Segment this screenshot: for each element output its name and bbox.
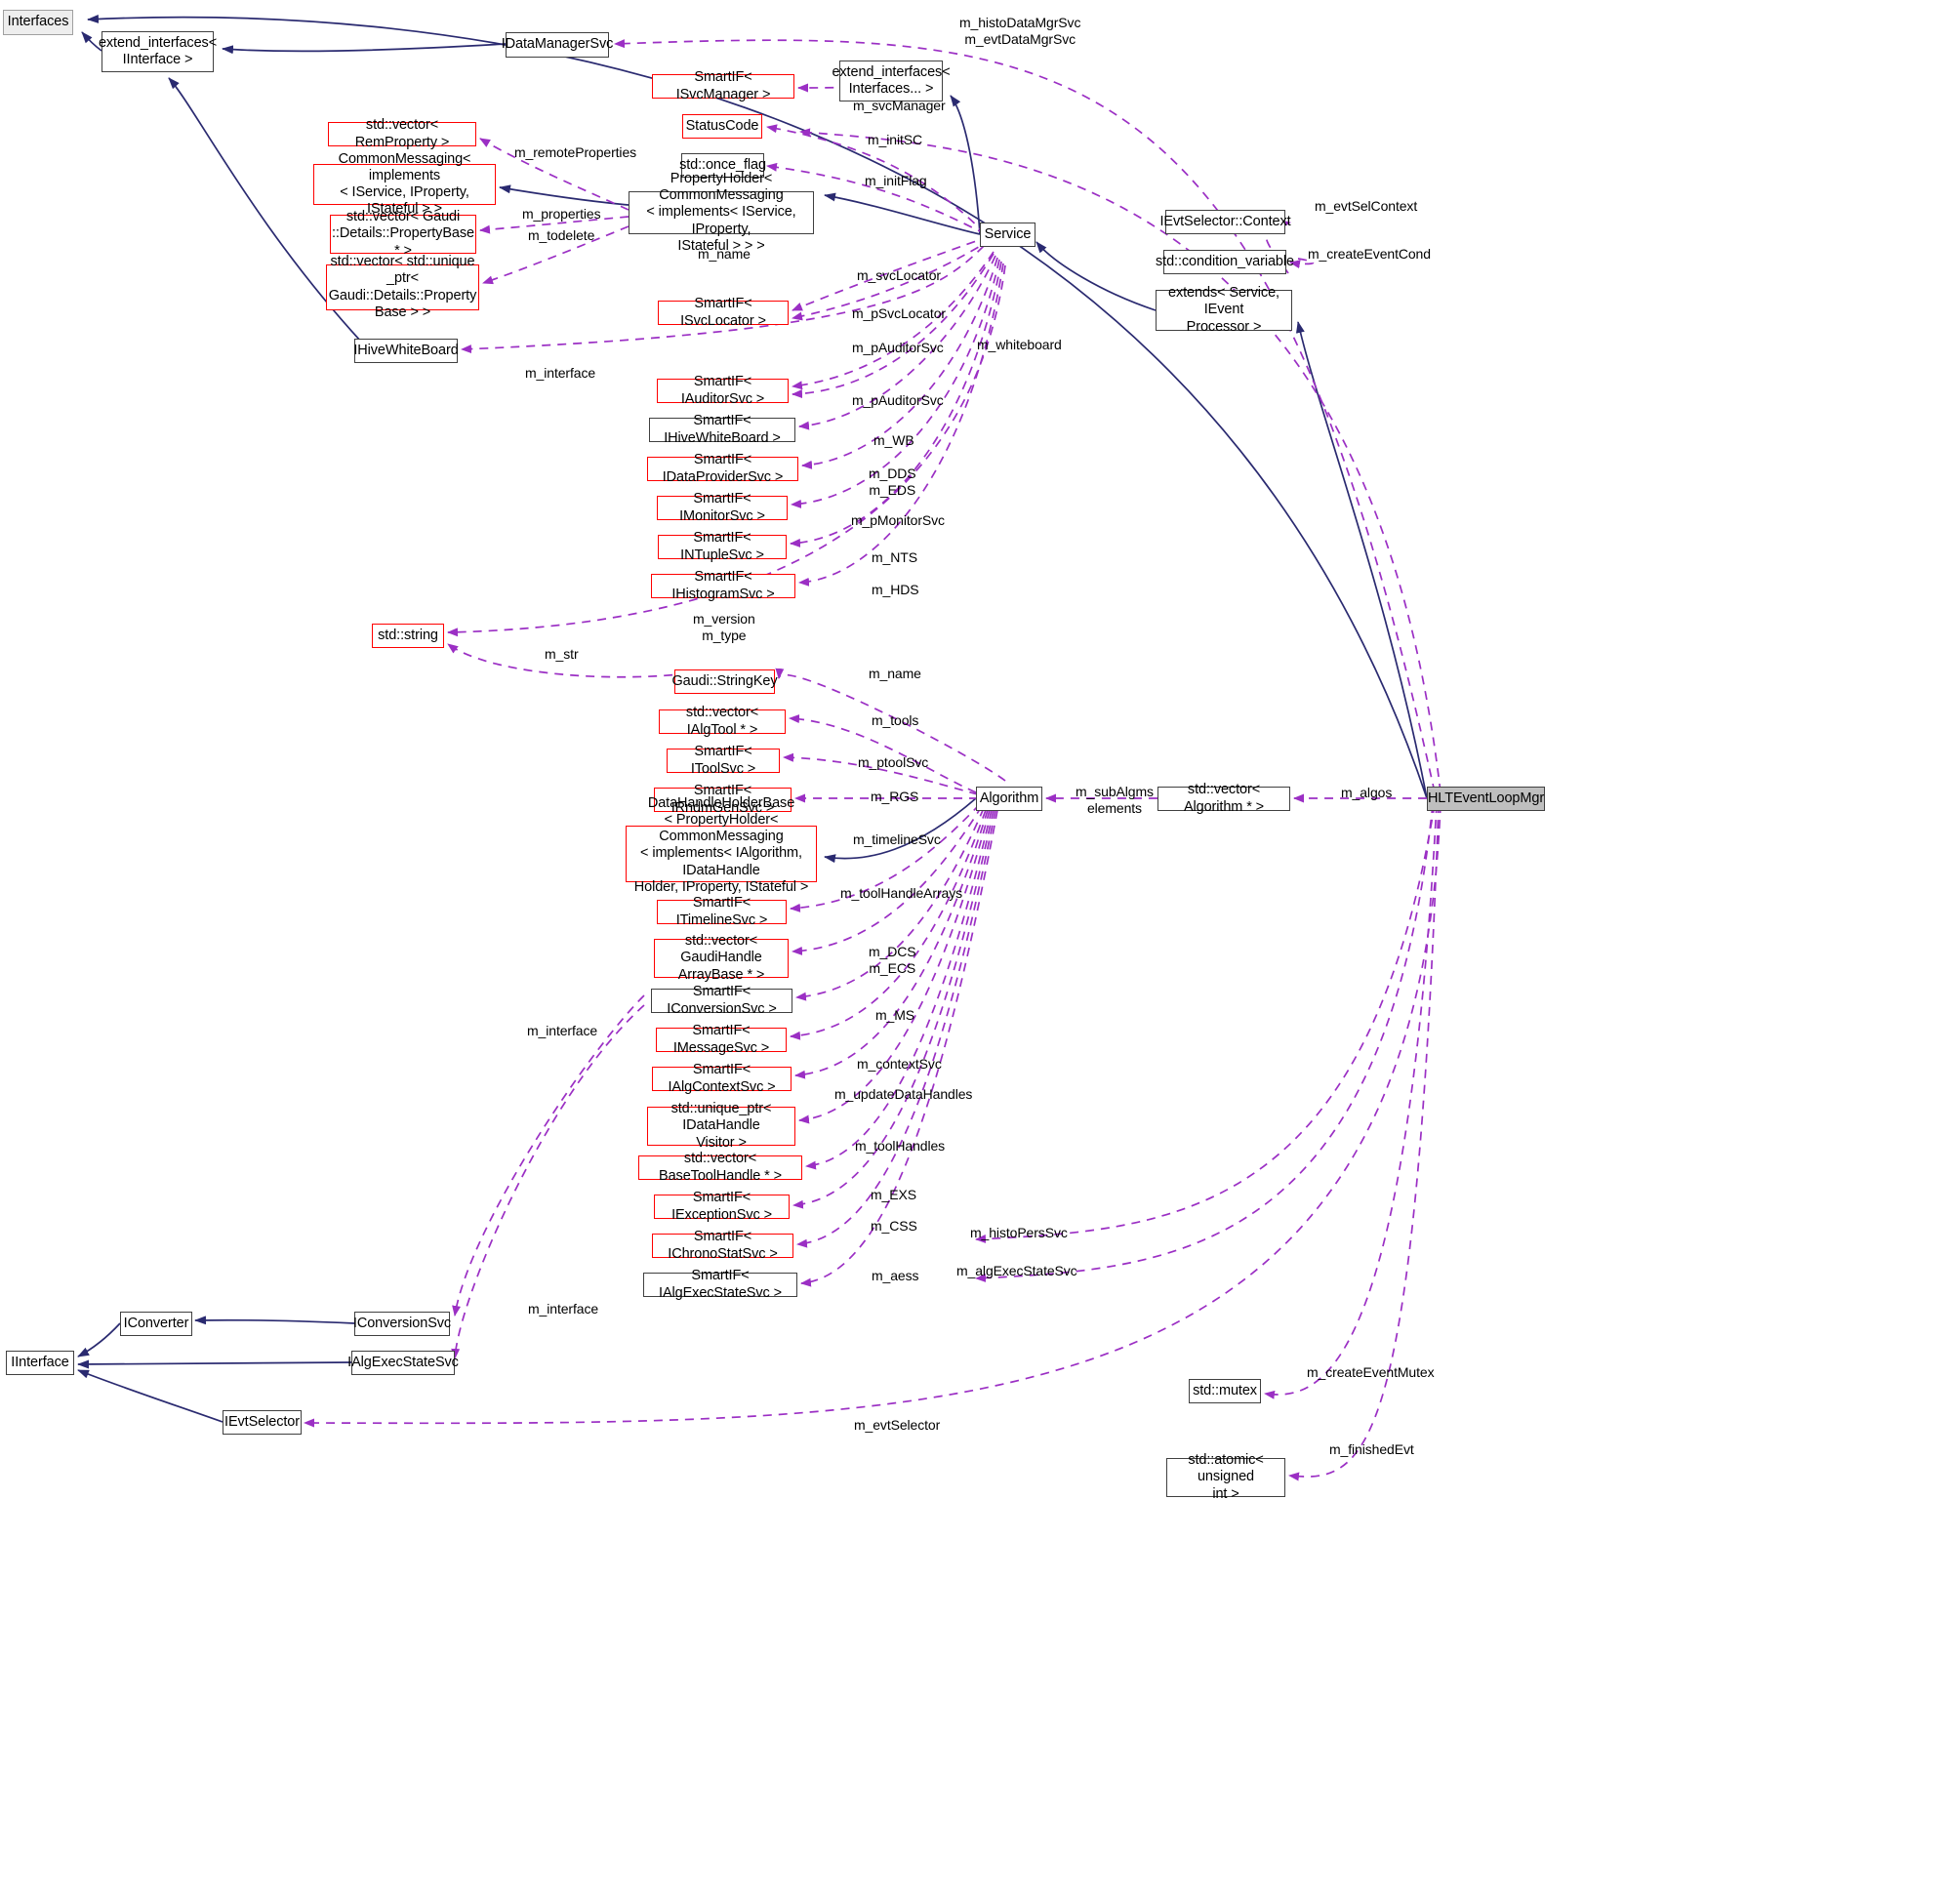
class-node-vector_algorithm[interactable]: std::vector< Algorithm * > [1157, 782, 1290, 815]
edge-label-algos: m_algos [1341, 785, 1393, 800]
edge-label-pauditorsvc2: m_pAuditorSvc [852, 392, 944, 408]
class-node-smartif_ialgexec[interactable]: SmartIF< IAlgExecStateSvc > [643, 1268, 797, 1301]
edge-label-tools: m_tools [872, 712, 919, 728]
edge-label-updatedatahandles: m_updateDataHandles [834, 1086, 973, 1102]
edge-label-name_mid: m_name [869, 666, 921, 681]
class-node-std_string[interactable]: std::string [372, 624, 444, 648]
class-node-once_flag[interactable]: std::once_flag [679, 153, 766, 178]
edge-label-dds_eds: m_DDS m_EDS [869, 466, 916, 498]
edge-label-psvclocator: m_pSvcLocator [852, 305, 946, 321]
edge-label-subalgms: m_subAlgms elements [1076, 784, 1154, 816]
class-node-vector_ialgtool[interactable]: std::vector< IAlgTool * > [659, 705, 786, 738]
class-node-idatamanagersvc[interactable]: IDataManagerSvc [502, 32, 613, 58]
class-node-ialgexecstatesvc[interactable]: IAlgExecStateSvc [347, 1351, 459, 1375]
edge-label-toolhandlearrays: m_toolHandleArrays [840, 885, 963, 901]
edge-label-svcmanager: m_svcManager [853, 98, 946, 113]
class-node-smartif_iexc[interactable]: SmartIF< IExceptionSvc > [654, 1190, 790, 1223]
class-node-vector_propbase[interactable]: std::vector< Gaudi ::Details::PropertyBa… [330, 209, 476, 259]
class-node-smartif_ihwb[interactable]: SmartIF< IHiveWhiteBoard > [649, 413, 795, 446]
edge-label-interface1: m_interface [525, 365, 596, 381]
class-node-interfaces: Interfaces [3, 10, 73, 35]
edge-label-aess: m_aess [872, 1268, 919, 1283]
class-node-ievtselector[interactable]: IEvtSelector [223, 1410, 302, 1435]
class-node-cond_variable[interactable]: std::condition_variable [1156, 250, 1294, 274]
class-node-propertyholder[interactable]: PropertyHolder< CommonMessaging < implem… [629, 171, 814, 254]
edge-label-histo_evtdatamgr: m_histoDataMgrSvc m_evtDataMgrSvc [959, 15, 1081, 47]
edge-label-histoperssvc: m_histoPersSvc [970, 1225, 1068, 1240]
class-node-smartif_iconv[interactable]: SmartIF< IConversionSvc > [651, 984, 792, 1017]
edge-label-remoteproperties: m_remoteProperties [514, 144, 637, 160]
edge-label-createeventcond: m_createEventCond [1308, 246, 1431, 262]
class-node-smartif_intuple[interactable]: SmartIF< INTupleSvc > [658, 530, 787, 563]
class-node-iconverter[interactable]: IConverter [120, 1312, 192, 1336]
class-node-vector_basetool[interactable]: std::vector< BaseToolHandle * > [638, 1151, 802, 1184]
class-node-extend_iinterface[interactable]: extend_interfaces< IInterface > [99, 31, 217, 72]
edge-label-svclocator: m_svcLocator [857, 267, 941, 283]
edge-label-toolhandles: m_toolHandles [855, 1138, 946, 1154]
edge-label-ptoolsvc: m_ptoolSvc [858, 754, 929, 770]
class-node-hlteventloopmgr[interactable]: HLTEventLoopMgr [1427, 787, 1545, 811]
class-node-iconversionsvc[interactable]: IConversionSvc [353, 1312, 451, 1336]
class-node-extends_service[interactable]: extends< Service, IEvent Processor > [1156, 285, 1292, 335]
class-node-smartif_irndm[interactable]: SmartIF< IRndmGenSvc > [654, 783, 792, 816]
edge-label-rgs: m_RGS [871, 789, 919, 804]
class-node-smartif_imonitor[interactable]: SmartIF< IMonitorSvc > [657, 491, 788, 524]
edge-label-timelinesvc: m_timelineSvc [853, 831, 941, 847]
edge-label-interface3: m_interface [528, 1301, 599, 1317]
edge-label-whiteboard: m_whiteboard [977, 337, 1062, 352]
edge-label-str: m_str [545, 646, 579, 662]
edge-label-initflag: m_initFlag [865, 173, 927, 188]
edge-label-version_type: m_version m_type [693, 611, 755, 643]
class-node-smartif_ihisto[interactable]: SmartIF< IHistogramSvc > [651, 569, 795, 602]
edge-label-wb: m_WB [873, 432, 914, 448]
class-node-smartif_iauditor[interactable]: SmartIF< IAuditorSvc > [657, 374, 789, 407]
edge-label-finishedevt: m_finishedEvt [1329, 1441, 1414, 1457]
class-node-vector_remprop[interactable]: std::vector< RemProperty > [328, 117, 476, 150]
edge-label-evtselector: m_evtSelector [854, 1417, 941, 1433]
edge-label-css: m_CSS [871, 1218, 917, 1234]
class-node-stringkey[interactable]: Gaudi::StringKey [672, 669, 778, 694]
class-node-smartif_itimeline[interactable]: SmartIF< ITimelineSvc > [657, 895, 787, 928]
class-node-vector_uniqueprop[interactable]: std::vector< std::unique _ptr< Gaudi::De… [326, 254, 479, 320]
class-node-commonmessaging[interactable]: CommonMessaging< implements < IService, … [313, 151, 496, 217]
edge-label-contextsvc: m_contextSvc [857, 1056, 942, 1072]
class-node-uniqueptr_idhv[interactable]: std::unique_ptr< IDataHandle Visitor > [647, 1101, 795, 1151]
class-node-ievtsel_context[interactable]: IEvtSelector::Context [1159, 210, 1291, 234]
edge-label-initsc: m_initSC [868, 132, 922, 147]
edge-label-algexecstatesvc: m_algExecStateSvc [956, 1263, 1077, 1278]
edge-label-properties: m_properties [522, 206, 601, 222]
edge-label-evtselcontext: m_evtSelContext [1315, 198, 1418, 214]
edge-label-exs: m_EXS [871, 1187, 916, 1202]
class-node-vector_gaudihandle[interactable]: std::vector< GaudiHandle ArrayBase * > [654, 933, 789, 983]
class-node-smartif_ichrono[interactable]: SmartIF< IChronoStatSvc > [652, 1229, 793, 1262]
class-node-atomic_uint[interactable]: std::atomic< unsigned int > [1166, 1452, 1285, 1502]
class-node-service[interactable]: Service [980, 223, 1035, 247]
class-node-ihivewhiteboard[interactable]: IHiveWhiteBoard [353, 339, 459, 363]
class-node-smartif_imsg[interactable]: SmartIF< IMessageSvc > [656, 1023, 787, 1056]
edge-label-todelete: m_todelete [528, 227, 595, 243]
edge-label-nts: m_NTS [872, 549, 917, 565]
class-node-smartif_isvcloc[interactable]: SmartIF< ISvcLocator > [658, 296, 789, 329]
edge-label-hds: m_HDS [872, 582, 919, 597]
class-node-algorithm[interactable]: Algorithm [976, 787, 1042, 811]
class-node-extend_ifaces[interactable]: extend_interfaces< Interfaces... > [832, 61, 951, 101]
class-node-statuscode[interactable]: StatusCode [682, 114, 762, 139]
class-node-smartif_idps[interactable]: SmartIF< IDataProviderSvc > [647, 452, 798, 485]
class-node-datahandleholder[interactable]: DataHandleHolderBase < PropertyHolder< C… [626, 795, 817, 911]
class-node-smartif_isvcmgr[interactable]: SmartIF< ISvcManager > [652, 69, 794, 102]
edge-label-name_top: m_name [698, 246, 751, 262]
class-node-std_mutex[interactable]: std::mutex [1189, 1379, 1261, 1403]
edge-label-interface2: m_interface [527, 1023, 598, 1038]
edge-label-pauditorsvc1: m_pAuditorSvc [852, 340, 944, 355]
class-node-smartif_ialgctx[interactable]: SmartIF< IAlgContextSvc > [652, 1062, 792, 1095]
edge-label-pmonitorsvc: m_pMonitorSvc [851, 512, 945, 528]
edge-label-dcs_ecs: m_DCS m_ECS [869, 944, 916, 976]
class-node-iinterface[interactable]: IInterface [6, 1351, 74, 1375]
edge-label-createeventmutex: m_createEventMutex [1307, 1364, 1435, 1380]
edge-label-ms: m_MS [875, 1007, 915, 1023]
class-node-smartif_itoolsvc[interactable]: SmartIF< IToolSvc > [667, 744, 780, 777]
